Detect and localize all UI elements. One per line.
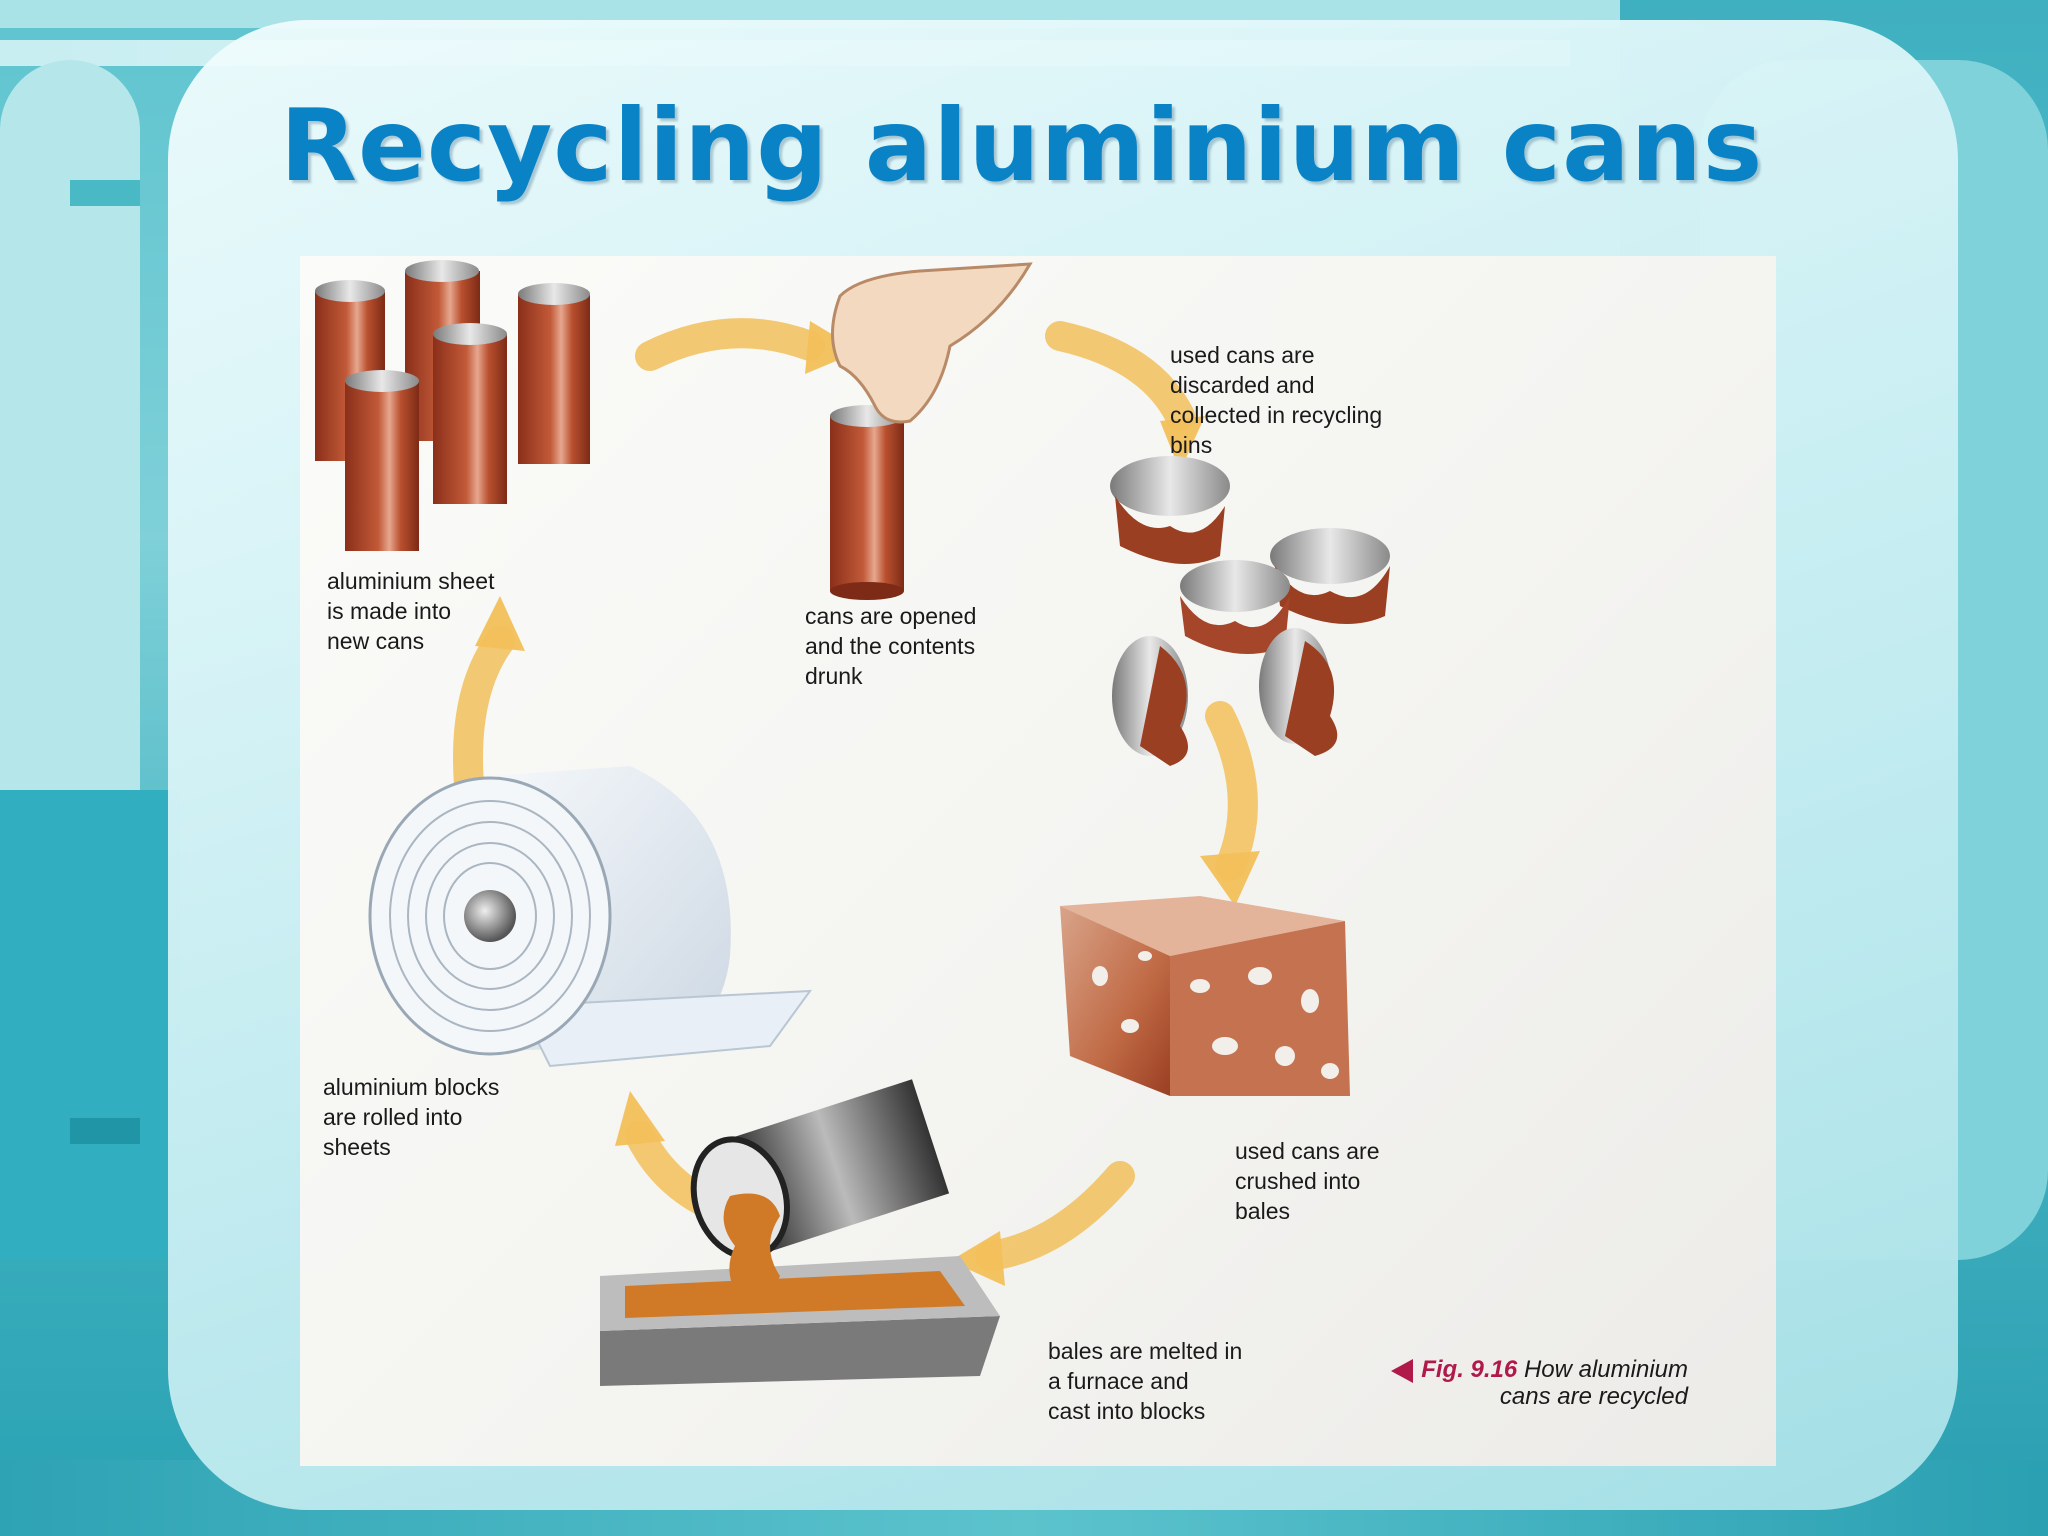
arrow-rolled-to-new bbox=[453, 626, 515, 811]
diagram-illustration bbox=[315, 260, 1390, 1386]
furnace-illustration bbox=[600, 1079, 1000, 1386]
figure-number: Fig. 9.16 bbox=[1421, 1356, 1518, 1383]
arrow-crushed-to-melted bbox=[975, 1161, 1135, 1271]
cycle-arrows bbox=[453, 318, 1258, 1271]
bale-illustration bbox=[1060, 896, 1350, 1096]
figure-caption: Fig. 9.16 How aluminium cans are recycle… bbox=[1391, 1356, 1688, 1410]
aluminium-roll-illustration bbox=[368, 766, 813, 1068]
opened-can-illustration bbox=[830, 262, 1033, 600]
step-label-melted: bales are melted in a furnace and cast i… bbox=[1048, 1338, 1243, 1424]
arrow-new-to-opened bbox=[635, 318, 825, 371]
background-tab-left-top bbox=[70, 180, 140, 206]
recycling-diagram: aluminium sheet is made into new cans ca… bbox=[300, 256, 1776, 1466]
arrow-collected-to-crushed bbox=[1205, 701, 1258, 881]
step-label-rolled: aluminium blocks are rolled into sheets bbox=[323, 1074, 500, 1160]
step-label-collected: used cans are discarded and collected in… bbox=[1170, 342, 1383, 458]
new-cans-illustration bbox=[315, 260, 590, 551]
caption-text-line2: cans are recycled bbox=[1499, 1383, 1688, 1410]
caption-triangle-icon bbox=[1391, 1358, 1414, 1383]
step-label-opened: cans are opened and the contents drunk bbox=[805, 603, 977, 689]
caption-text-line1: How aluminium bbox=[1523, 1356, 1688, 1383]
crushed-cans-illustration bbox=[1110, 456, 1390, 766]
step-label-crushed: used cans are crushed into bales bbox=[1235, 1138, 1380, 1224]
background-tab-left-bottom bbox=[70, 1118, 140, 1144]
background-block-left bbox=[0, 790, 180, 1260]
hand-icon bbox=[831, 262, 1033, 424]
step-label-new-cans: aluminium sheet is made into new cans bbox=[327, 568, 495, 654]
arrow-opened-to-collected bbox=[1045, 321, 1195, 431]
slide-title: Recycling aluminium cans bbox=[280, 87, 1764, 204]
